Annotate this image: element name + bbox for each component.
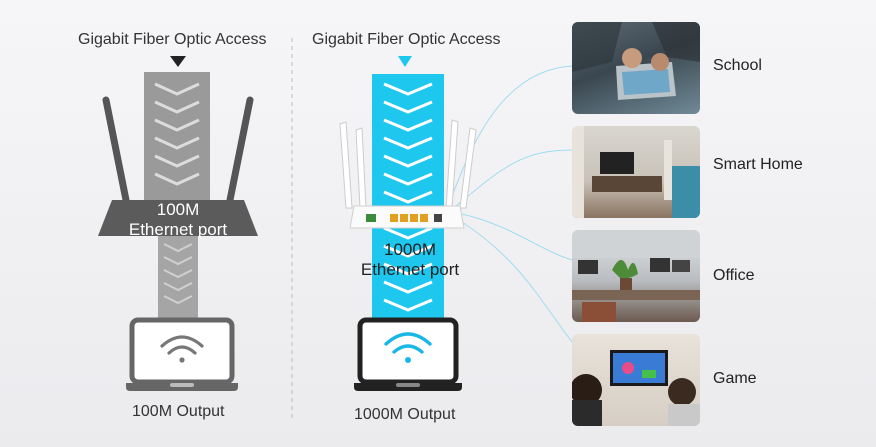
- chevron-down-icon: [383, 298, 433, 312]
- laptop-1000m-icon: [354, 317, 462, 391]
- right-port-type: Ethernet port: [360, 260, 460, 279]
- right-output-label: 1000M Output: [354, 406, 456, 423]
- down-arrow-cyan-icon: [398, 56, 412, 67]
- chevron-down-icon: [163, 282, 193, 292]
- chevron-down-icon: [383, 190, 433, 204]
- chevron-down-icon: [383, 154, 433, 168]
- right-panel-heading: Gigabit Fiber Optic Access: [312, 31, 501, 48]
- office-interior-image: [572, 230, 700, 322]
- left-port-speed: 100M: [156, 200, 200, 219]
- chevron-down-icon: [383, 226, 433, 240]
- gray-data-beam: [144, 72, 210, 320]
- chevron-down-icon: [383, 244, 433, 258]
- wifi-cyan-icon: [384, 332, 432, 363]
- chevron-down-icon: [154, 100, 200, 114]
- chevron-down-icon: [163, 295, 193, 305]
- chevron-down-icon: [383, 82, 433, 96]
- gaming-tv-image: [572, 350, 700, 426]
- chevron-down-icon: [383, 262, 433, 276]
- chevron-down-icon: [383, 280, 433, 294]
- chevron-down-icon: [154, 172, 200, 186]
- scene-label-smart-home: Smart Home: [713, 156, 803, 173]
- chevron-down-icon: [163, 243, 193, 253]
- scene-connection-lines: [451, 65, 573, 343]
- laptop-in-class-image: [572, 22, 700, 100]
- wifi-gray-icon: [160, 335, 204, 363]
- chevron-down-icon: [383, 136, 433, 150]
- game-photo: [572, 334, 700, 426]
- chevron-down-icon: [154, 154, 200, 168]
- down-arrow-icon: [170, 56, 186, 67]
- scene-label-game: Game: [713, 370, 757, 387]
- router-100m-icon: [98, 96, 258, 236]
- scene-label-school: School: [713, 57, 762, 74]
- left-output-label: 100M Output: [132, 403, 225, 420]
- chevron-down-icon: [383, 100, 433, 114]
- chevron-down-icon: [163, 269, 193, 279]
- living-room-image: [572, 126, 700, 218]
- chevron-down-icon: [154, 82, 200, 96]
- left-panel-heading: Gigabit Fiber Optic Access: [78, 31, 267, 48]
- chevron-down-icon: [154, 118, 200, 132]
- school-photo: [572, 22, 700, 114]
- smart-home-photo: [572, 126, 700, 218]
- chevron-down-icon: [154, 136, 200, 150]
- chevron-down-icon: [383, 118, 433, 132]
- left-port-type: Ethernet port: [128, 220, 228, 239]
- right-port-label: 1000M Ethernet port: [330, 240, 490, 280]
- right-port-speed: 1000M: [384, 240, 436, 259]
- router-1000m-icon: [339, 119, 477, 229]
- scene-label-office: Office: [713, 267, 755, 284]
- chevron-down-icon: [163, 256, 193, 266]
- cyan-data-beam: [372, 74, 444, 324]
- laptop-100m-icon: [126, 317, 238, 391]
- office-photo: [572, 230, 700, 322]
- left-port-label: 100M Ethernet port: [98, 200, 258, 240]
- chevron-down-icon: [383, 172, 433, 186]
